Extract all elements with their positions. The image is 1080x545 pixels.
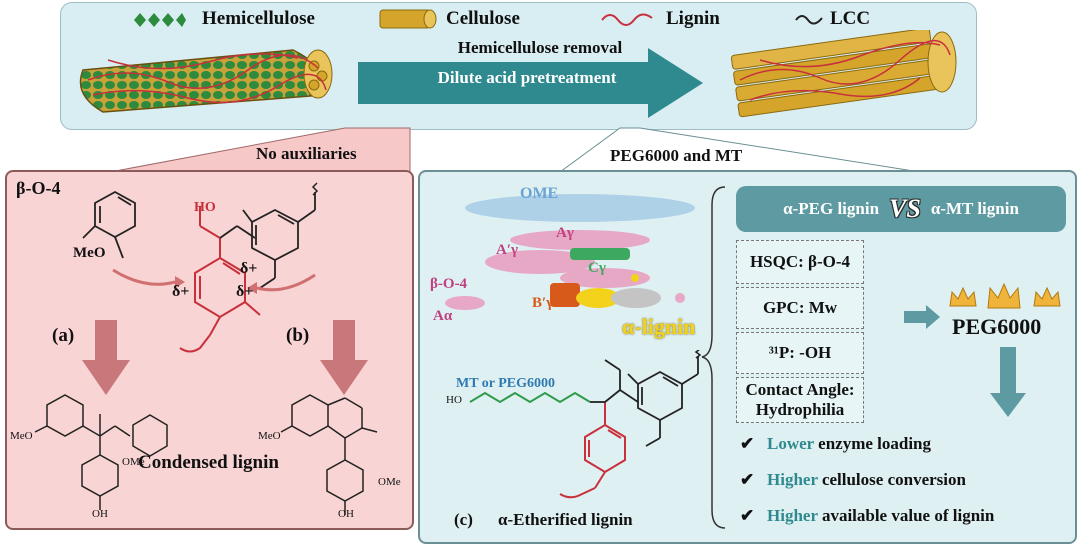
- oh-label-b: OH: [338, 508, 354, 520]
- benefit-2-text: cellulose conversion: [817, 470, 966, 489]
- ho-label-top: HO: [194, 200, 216, 215]
- process-step-title: Hemicellulose removal: [457, 38, 623, 57]
- legend-lignin: Lignin: [666, 8, 720, 29]
- a-gamma-label: Aγ: [556, 225, 574, 241]
- benefit-3-text: available value of lignin: [817, 506, 995, 525]
- winner-arrow-icon: [904, 305, 940, 329]
- benefit-row-3: ✔ Higher available value of lignin: [740, 506, 994, 526]
- meo-small-label-b: MeO: [258, 430, 281, 442]
- delta-plus-top: δ+: [240, 260, 258, 277]
- ome-small-label: OMe: [122, 456, 145, 468]
- legend-lcc: LCC: [830, 8, 871, 29]
- etherified-lignin-structure: [469, 350, 702, 499]
- oh-label-a: OH: [92, 508, 108, 520]
- method-contact-angle: Contact Angle: Hydrophilia: [736, 377, 864, 423]
- raw-biomass-fiber-icon: [79, 49, 333, 113]
- pathway-b-label: (b): [286, 325, 310, 346]
- condensed-lignin-label: Condensed lignin: [138, 452, 279, 473]
- pretreated-fiber-icon: [730, 30, 957, 118]
- etherified-lignin-title: α-Etherified lignin: [498, 510, 633, 529]
- method-31p: ³¹P: -OH: [736, 332, 864, 374]
- ho-small-label: HO: [446, 394, 462, 406]
- a-prime-gamma-label: A′γ: [496, 242, 519, 258]
- benefit-row-1: ✔ Lower enzyme loading: [740, 434, 931, 454]
- alpha-lignin-label: α-lignin: [622, 314, 696, 339]
- check-icon: ✔: [740, 434, 755, 453]
- c-gamma-label: Cγ: [588, 260, 606, 276]
- panel-connector-funnels: [109, 127, 921, 173]
- beta-o4-nmr-label: β-O-4: [430, 276, 468, 292]
- legend-cellulose: Cellulose: [446, 8, 520, 29]
- compare-right-label: α-MT lignin: [930, 199, 1019, 218]
- benefit-row-2: ✔ Higher cellulose conversion: [740, 470, 966, 490]
- check-icon: ✔: [740, 470, 755, 489]
- benefit-1-highlight: Lower: [767, 434, 814, 453]
- cellulose-legend-icon: [379, 9, 437, 29]
- winner-label: PEG6000: [952, 314, 1042, 339]
- down-arrow-icon: [990, 347, 1026, 417]
- left-panel-header: No auxiliaries: [256, 144, 357, 163]
- comparison-header: α-PEG lignin VS α-MT lignin: [736, 186, 1066, 232]
- method-hsqc: HSQC: β-O-4: [736, 240, 864, 284]
- bond-label: β-O-4: [16, 178, 61, 198]
- meo-label: MeO: [73, 245, 106, 261]
- delta-plus-right: δ+: [236, 283, 254, 300]
- vs-label: VS: [889, 194, 921, 223]
- pathway-a-label: (a): [52, 325, 75, 346]
- ome-small-label-b: OMe: [378, 476, 401, 488]
- method-gpc: GPC: Mw: [736, 287, 864, 329]
- condensation-scheme: [34, 182, 378, 515]
- benefit-1-text: enzyme loading: [813, 434, 932, 453]
- meo-small-label: MeO: [10, 430, 33, 442]
- legend-hemicellulose: Hemicellulose: [202, 8, 315, 29]
- hsqc-spectrum: [445, 194, 695, 310]
- compare-left-label: α-PEG lignin: [783, 199, 880, 218]
- process-step-subtitle: Dilute acid pretreatment: [437, 68, 617, 87]
- process-arrow: [358, 48, 703, 118]
- check-icon: ✔: [740, 506, 755, 525]
- panel-c-label: (c): [454, 510, 473, 529]
- hemicellulose-legend-icon: [134, 13, 186, 27]
- lignin-legend-icon: [601, 13, 653, 26]
- b-prime-gamma-label: B′γ: [532, 295, 554, 311]
- crown-icons: [949, 282, 1061, 309]
- a-alpha-label: Aα: [433, 308, 453, 324]
- grouping-brace: [701, 186, 726, 529]
- right-panel-header: PEG6000 and MT: [610, 146, 743, 165]
- benefit-2-highlight: Higher: [767, 470, 818, 489]
- delta-plus-left: δ+: [172, 283, 190, 300]
- mt-peg-label: MT or PEG6000: [456, 376, 556, 391]
- ome-label: OME: [520, 185, 559, 202]
- benefit-3-highlight: Higher: [767, 506, 818, 525]
- lcc-legend-icon: [795, 15, 823, 25]
